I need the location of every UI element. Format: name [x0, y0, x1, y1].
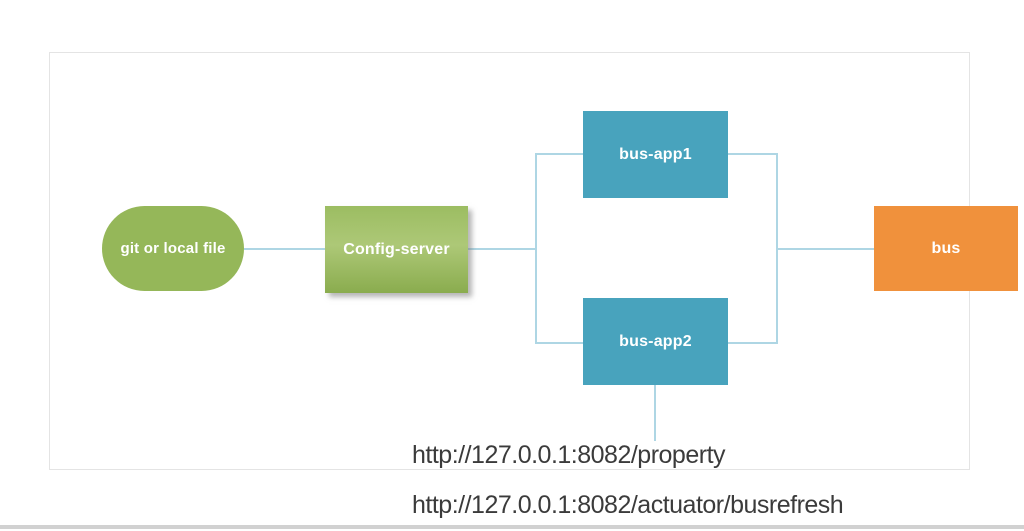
- edge-junction-to-busapp1: [537, 153, 583, 155]
- node-config-server-label: Config-server: [343, 240, 450, 258]
- node-bus-label: bus: [931, 239, 961, 257]
- edge-right-junction-vertical: [776, 153, 778, 344]
- node-bus-app2-label: bus-app2: [619, 332, 692, 350]
- edge-git-to-config: [244, 248, 325, 250]
- node-bus: bus: [874, 206, 1018, 291]
- node-git-or-local-file: git or local file: [102, 206, 244, 291]
- edge-busapp1-to-junction: [728, 153, 776, 155]
- edge-junction-to-bus: [778, 248, 874, 250]
- node-git-or-local-file-label: git or local file: [120, 240, 226, 257]
- annotation-url-busrefresh: http://127.0.0.1:8082/actuator/busrefres…: [412, 491, 844, 519]
- edge-busapp2-to-annotation: [654, 385, 656, 441]
- edge-config-to-junction: [468, 248, 536, 250]
- node-config-server: Config-server: [325, 206, 468, 293]
- node-bus-app1-label: bus-app1: [619, 145, 692, 163]
- bottom-divider-bar: [0, 525, 1024, 529]
- node-bus-app2: bus-app2: [583, 298, 728, 385]
- diagram-canvas: git or local file Config-server bus-app1…: [49, 52, 1018, 519]
- node-bus-app1: bus-app1: [583, 111, 728, 198]
- edge-busapp2-to-junction: [728, 342, 776, 344]
- edge-junction-to-busapp2: [537, 342, 583, 344]
- edge-left-junction-vertical: [535, 153, 537, 344]
- annotation-url-property: http://127.0.0.1:8082/property: [412, 441, 726, 469]
